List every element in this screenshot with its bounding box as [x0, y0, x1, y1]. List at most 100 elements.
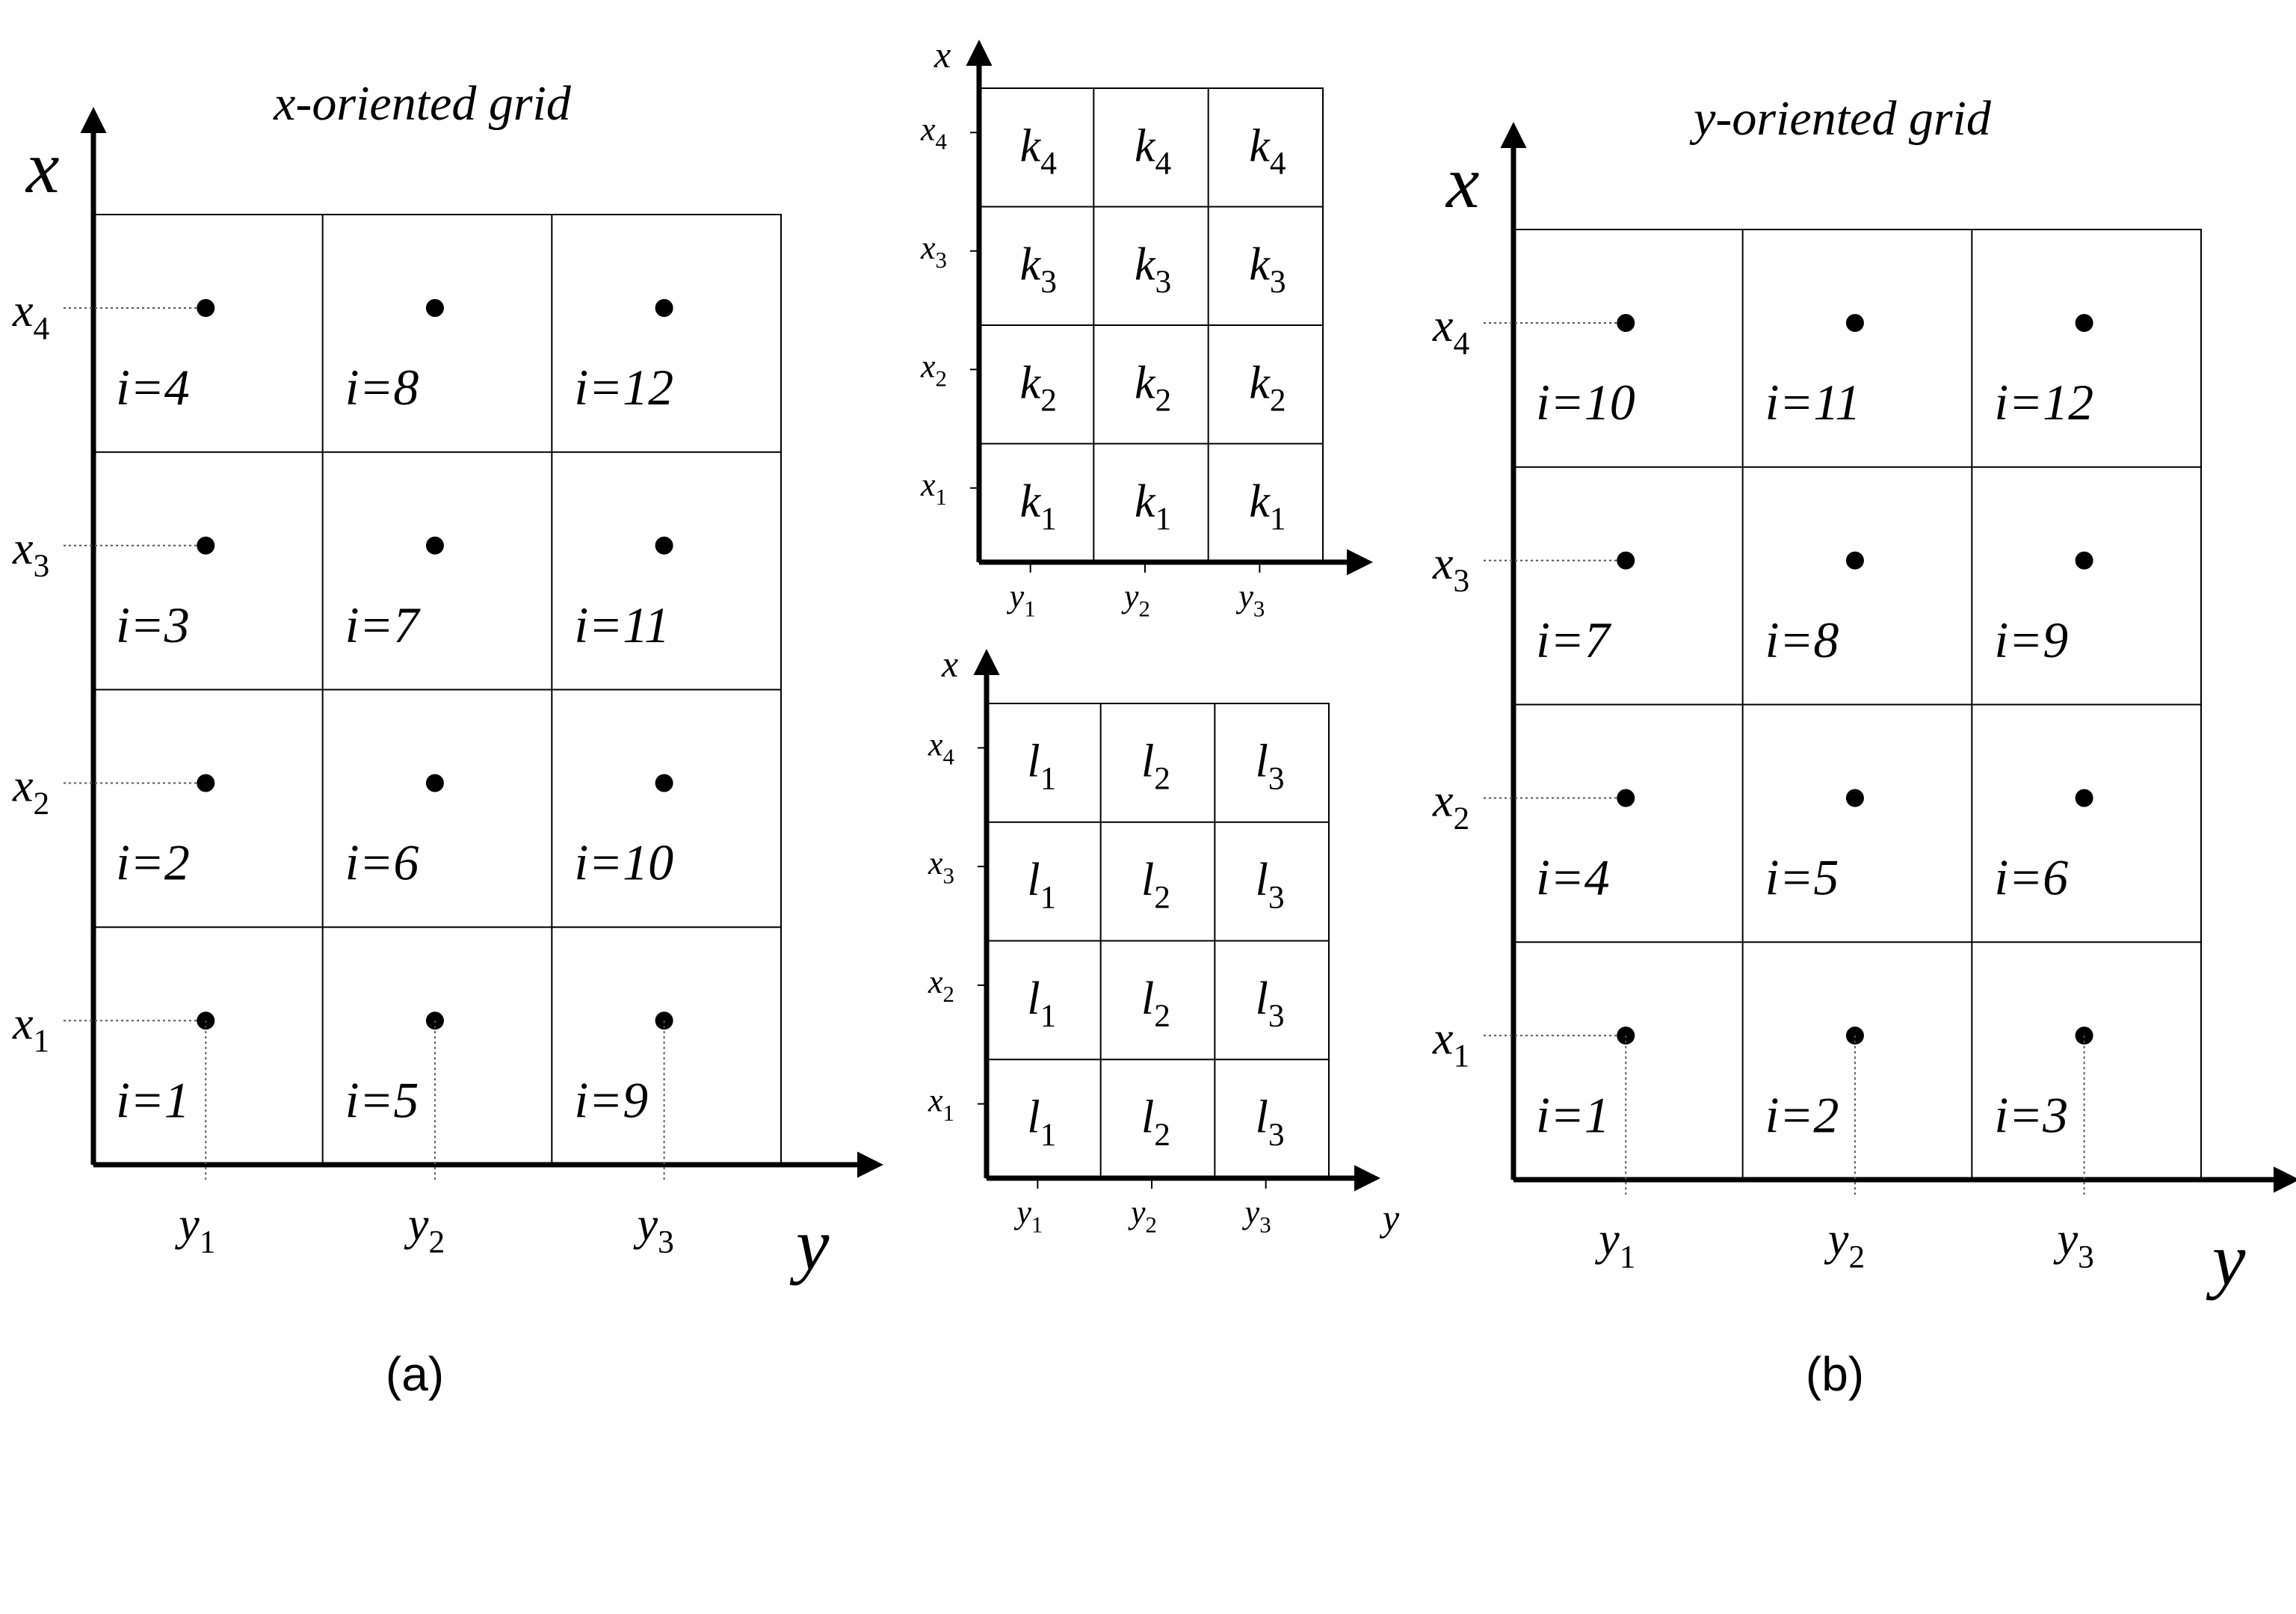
x-tick-label-base: x — [1432, 301, 1454, 351]
cell-index-label: i=12 — [574, 359, 673, 416]
x-tick-label-subscript: 1 — [936, 484, 947, 510]
cell-index-label-base: l — [1027, 854, 1040, 905]
cell-index-label-base: l — [1256, 1092, 1268, 1143]
cell-index-label-base: k — [1020, 357, 1042, 408]
grid-point — [2075, 314, 2093, 332]
cell-index-label: k2 — [1020, 357, 1057, 418]
grid-point — [197, 774, 215, 792]
cell-index-label-subscript: 2 — [1155, 383, 1172, 419]
cell-index-label-subscript: 1 — [1270, 501, 1286, 537]
grid-point — [1617, 551, 1635, 570]
grid-point — [1845, 789, 1864, 807]
cell-index-label: k1 — [1249, 476, 1286, 537]
y-tick-label-subscript: 2 — [1146, 1212, 1157, 1237]
y-tick-label: y3 — [1242, 1194, 1271, 1237]
cell-index-label: l2 — [1141, 854, 1170, 915]
cell-index-label: k3 — [1249, 239, 1286, 300]
cell-index-label: k2 — [1249, 357, 1286, 418]
y-tick-label-subscript: 3 — [658, 1224, 674, 1260]
cell-index-label: i=8 — [345, 359, 419, 416]
x-tick-label-subscript: 2 — [936, 366, 947, 392]
cell-index-label: l2 — [1141, 973, 1170, 1034]
cell-index-label-subscript: 3 — [1040, 264, 1057, 300]
cell-index-label: l2 — [1141, 1092, 1170, 1153]
cell-index-label-base: k — [1020, 239, 1042, 290]
y-tick-label-base: y — [1007, 578, 1025, 615]
cell-index-label: i=2 — [116, 834, 190, 891]
y-tick-label-subscript: 1 — [1620, 1239, 1636, 1275]
y-tick-label-subscript: 3 — [2078, 1239, 2094, 1275]
y-tick-label-subscript: 1 — [200, 1224, 216, 1260]
y-tick-label-subscript: 1 — [1031, 1212, 1043, 1237]
grid-point — [655, 299, 673, 317]
grid-point — [1845, 314, 1864, 332]
x-tick-label-subscript: 3 — [936, 247, 947, 273]
x-tick-label-subscript: 4 — [943, 745, 954, 770]
cell-index-label: l3 — [1256, 973, 1285, 1034]
cell-index-label-subscript: 3 — [1268, 1117, 1285, 1153]
x-tick-label-base: x — [928, 1082, 943, 1119]
y-axis-label: y — [2206, 1218, 2246, 1301]
cell-index-label-base: k — [1249, 476, 1271, 527]
cell-index-label: i=10 — [1536, 374, 1635, 431]
x-tick-label: x1 — [920, 466, 947, 510]
x-tick-label-subscript: 4 — [936, 129, 947, 155]
cell-index-label: l1 — [1027, 1092, 1056, 1153]
x-axis-label: x — [1445, 141, 1479, 224]
y-tick-label-base: y — [1242, 1194, 1260, 1230]
y-axis-label: y — [1379, 1197, 1400, 1239]
x-tick-label: x1 — [12, 998, 49, 1059]
grid-point — [1617, 314, 1635, 332]
cell-index-label-base: l — [1256, 736, 1268, 786]
x-tick-label-subscript: 2 — [943, 982, 954, 1007]
cell-index-label: i=9 — [1994, 612, 2068, 668]
cell-index-label: k4 — [1020, 120, 1058, 181]
x-tick-label: x2 — [12, 761, 49, 822]
cell-index-label-base: l — [1256, 854, 1268, 905]
y-tick-label-base: y — [1121, 578, 1139, 615]
y-tick-label: y2 — [1128, 1194, 1157, 1237]
cell-index-label-subscript: 3 — [1268, 761, 1285, 797]
x-tick-label: x3 — [920, 230, 947, 273]
cell-index-label-base: l — [1141, 973, 1154, 1024]
cell-index-label-base: l — [1027, 973, 1040, 1024]
panel-title: x-oriented grid — [273, 76, 572, 131]
x-axis-label: x — [941, 643, 958, 685]
x-tick-label-base: x — [12, 761, 34, 812]
x-tick-label-base: x — [1432, 776, 1454, 827]
cell-index-label: i=6 — [1994, 849, 2068, 906]
cell-index-label-base: l — [1256, 973, 1268, 1024]
x-tick-label-base: x — [928, 845, 943, 881]
cell-index-label-subscript: 2 — [1040, 383, 1057, 419]
x-tick-label-base: x — [928, 964, 943, 1000]
cell-index-label: k3 — [1135, 239, 1171, 300]
y-tick-label-base: y — [1128, 1194, 1146, 1230]
x-tick-label-subscript: 4 — [1454, 325, 1470, 361]
cell-index-label: l3 — [1256, 1092, 1285, 1153]
x-tick-label-base: x — [920, 230, 936, 266]
x-tick-label-subscript: 1 — [1454, 1038, 1470, 1074]
cell-index-label: l1 — [1027, 973, 1056, 1034]
x-tick-label: x4 — [1432, 301, 1470, 361]
y-tick-label: y1 — [174, 1199, 215, 1260]
x-tick-label: x2 — [1432, 776, 1469, 837]
cell-index-label-base: k — [1020, 476, 1042, 527]
grid-point — [1845, 551, 1864, 570]
cell-index-label: i=4 — [1536, 849, 1610, 906]
cell-index-label-subscript: 1 — [1040, 1117, 1057, 1153]
y-tick-label-subscript: 1 — [1024, 596, 1035, 621]
x-tick-label-subscript: 3 — [34, 548, 50, 584]
grid-point — [425, 536, 444, 555]
x-tick-label-subscript: 3 — [943, 863, 954, 888]
x-tick-label-base: x — [12, 998, 34, 1049]
cell-index-label-subscript: 2 — [1154, 879, 1170, 915]
cell-index-label-subscript: 4 — [1155, 146, 1172, 182]
cell-index-label: k2 — [1135, 357, 1171, 418]
grid-point — [197, 299, 215, 317]
cell-index-label: i=11 — [574, 597, 670, 653]
cell-index-label-base: l — [1027, 736, 1040, 786]
cell-index-label-base: k — [1135, 239, 1156, 290]
y-tick-label: y3 — [633, 1199, 674, 1260]
cell-index-label: i=1 — [1536, 1086, 1610, 1143]
